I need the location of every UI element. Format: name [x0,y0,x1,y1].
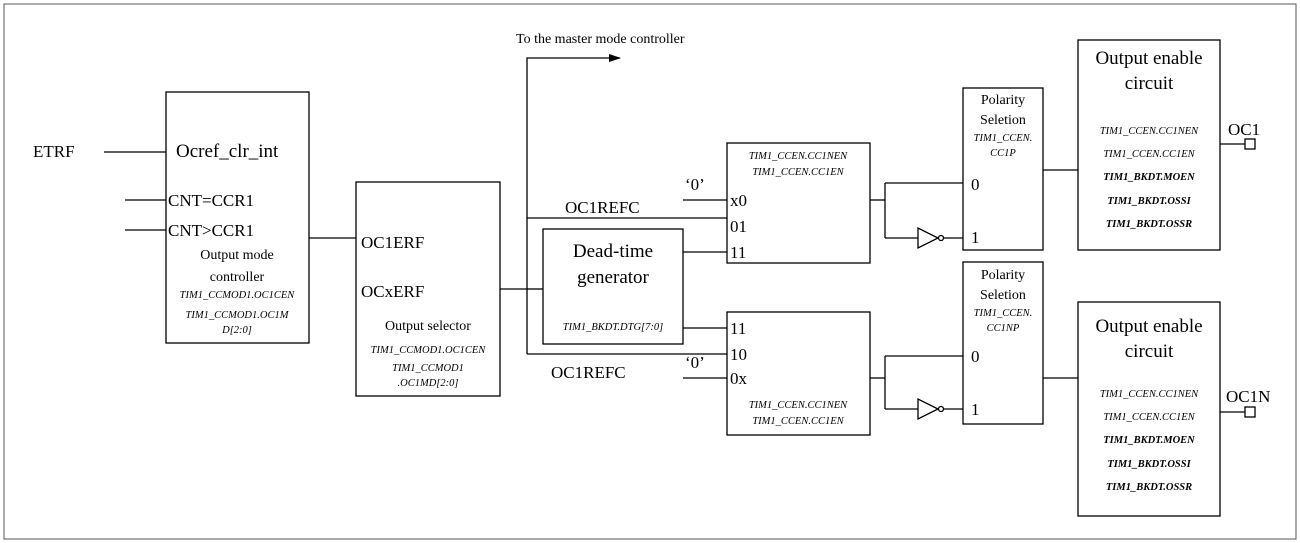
selector-reg-ccmod1: TIM1_CCMOD1 [392,363,464,374]
bottom-output-enable-block [1077,301,1221,517]
oc1-pin [1244,138,1256,150]
top-oe-reg-cc1en: TIM1_CCEN.CC1EN [1103,149,1195,160]
top-seletion-label: Seletion [980,113,1026,128]
top-oe-reg-ossi: TIM1_BKDT.OSSI [1107,196,1191,207]
bottom-polarity-label: Polarity [981,268,1025,283]
top-polarity-in1: 1 [971,228,980,247]
top-polarity-reg-line1: TIM1_CCEN. [974,133,1033,144]
output-selector-block [355,181,501,397]
bottom-polarity-in0: 0 [971,347,980,366]
top-mux-in-01: 01 [730,217,747,236]
ocref-reg-oc1m-line2: D[2:0] [221,325,252,336]
cnt-eq-ccr1-label: CNT=CCR1 [168,191,254,210]
top-polarity-label: Polarity [981,93,1025,108]
bottom-oe-reg-cc1nen: TIM1_CCEN.CC1NEN [1100,389,1199,400]
bottom-circuit-title: circuit [1125,341,1174,362]
oc1n-label: OC1N [1226,387,1270,406]
top-mux-reg-cc1nen: TIM1_CCEN.CC1NEN [749,151,848,162]
top-output-enable-title: Output enable [1095,48,1202,69]
top-oe-reg-moen: TIM1_BKDT.MOEN [1103,172,1195,183]
bottom-polarity-in1: 1 [971,400,980,419]
bottom-mux-in-0x: 0x [730,369,748,388]
top-mux-block [726,142,871,264]
top-mux-in-x0: x0 [730,191,747,210]
bottom-polarity-reg-cc1np: CC1NP [987,323,1020,334]
dead-time-generator-block [542,228,684,345]
top-mux-in-11: 11 [730,243,746,262]
top-oe-reg-ossr: TIM1_BKDT.OSSR [1106,219,1192,230]
bottom-inverter-bubble [937,405,945,413]
bottom-output-enable-title: Output enable [1095,316,1202,337]
top-output-enable-block [1077,39,1221,251]
selector-reg-oc1md: .OC1MD[2:0] [398,378,459,389]
bottom-oe-reg-ossr: TIM1_BKDT.OSSR [1106,482,1192,493]
cnt-gt-ccr1-label: CNT>CCR1 [168,221,254,240]
top-inverter-symbol [917,226,940,250]
bottom-mux-block [726,311,871,436]
top-polarity-block [962,87,1044,251]
bottom-oe-reg-cc1en: TIM1_CCEN.CC1EN [1103,412,1195,423]
dead-time-reg: TIM1_BKDT.DTG[7:0] [563,322,663,333]
bottom-mux-reg-cc1en: TIM1_CCEN.CC1EN [752,416,844,427]
ocref-clr-int-label: Ocref_clr_int [176,141,279,162]
dead-time-label: Dead-time [573,241,653,262]
etrf-label: ETRF [33,142,75,161]
top-circuit-title: circuit [1125,73,1174,94]
output-mode-controller-block [165,91,310,344]
top-mux-reg-cc1en: TIM1_CCEN.CC1EN [752,167,844,178]
bottom-seletion-label: Seletion [980,288,1026,303]
bottom-mux-in-11: 11 [730,319,746,338]
zero-bottom-label: ‘0’ [685,353,705,372]
controller-label: controller [210,270,265,285]
bottom-oe-reg-ossi: TIM1_BKDT.OSSI [1107,459,1191,470]
bottom-inverter-symbol [917,397,940,421]
bottom-oe-reg-moen: TIM1_BKDT.MOEN [1103,435,1195,446]
selector-reg-oc1cen: TIM1_CCMOD1.OC1CEN [371,345,487,356]
output-selector-title: Output selector [385,319,471,334]
oc1refc-top-label: OC1REFC [565,198,640,217]
ocref-reg-oc1m-line1: TIM1_CCMOD1.OC1M [186,310,290,321]
ocref-reg-oc1cen: TIM1_CCMOD1.OC1CEN [180,290,296,301]
oc1refc-bottom-label: OC1REFC [551,363,626,382]
top-inverter-bubble [937,234,945,242]
ocxerf-label: OCxERF [361,282,424,301]
bottom-polarity-block [962,261,1044,425]
master-mode-arrow [526,54,621,218]
output-mode-label: Output mode [200,248,274,263]
diagram-frame [3,3,1297,540]
bottom-mux-reg-cc1nen: TIM1_CCEN.CC1NEN [749,400,848,411]
zero-top-label: ‘0’ [685,175,705,194]
oc1-label: OC1 [1228,120,1260,139]
generator-label: generator [577,267,649,288]
top-polarity-reg-cc1p: CC1P [990,148,1016,159]
top-polarity-in0: 0 [971,175,980,194]
master-mode-label: To the master mode controller [516,32,685,47]
oc1erf-label: OC1ERF [361,233,424,252]
bottom-mux-in-10: 10 [730,345,747,364]
bottom-polarity-reg-line1: TIM1_CCEN. [974,308,1033,319]
oc1n-pin [1244,406,1256,418]
top-oe-reg-cc1nen: TIM1_CCEN.CC1NEN [1100,126,1199,137]
